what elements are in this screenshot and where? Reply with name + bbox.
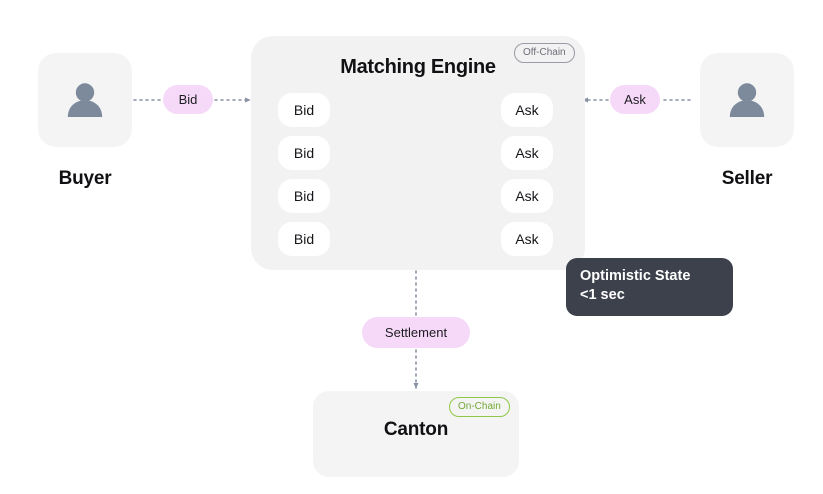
order-pill-ask-3[interactable]: Ask: [501, 179, 553, 213]
person-icon: [724, 77, 770, 123]
order-pill-ask-2[interactable]: Ask: [501, 136, 553, 170]
order-pill-bid-2[interactable]: Bid: [278, 136, 330, 170]
buyer-label: Buyer: [58, 168, 112, 189]
person-icon: [62, 77, 108, 123]
order-pill-bid-1[interactable]: Bid: [278, 93, 330, 127]
tooltip-line-1: Optimistic State: [580, 268, 691, 284]
optimistic-state-tooltip: Optimistic State <1 sec: [566, 258, 733, 316]
seller-box[interactable]: [700, 53, 794, 147]
tooltip-line-2: <1 sec: [580, 287, 625, 303]
flow-pill-settlement[interactable]: Settlement: [362, 317, 470, 348]
order-pill-ask-4[interactable]: Ask: [501, 222, 553, 256]
order-pill-bid-3[interactable]: Bid: [278, 179, 330, 213]
matching-engine-title: Matching Engine: [340, 56, 496, 78]
flow-pill-ask[interactable]: Ask: [610, 85, 660, 114]
buyer-box[interactable]: [38, 53, 132, 147]
off-chain-badge: Off-Chain: [514, 43, 575, 63]
on-chain-badge: On-Chain: [449, 397, 510, 417]
seller-label: Seller: [721, 168, 773, 189]
flow-pill-bid[interactable]: Bid: [163, 85, 213, 114]
order-pill-ask-1[interactable]: Ask: [501, 93, 553, 127]
canton-label: Canton: [383, 419, 449, 440]
order-pill-bid-4[interactable]: Bid: [278, 222, 330, 256]
